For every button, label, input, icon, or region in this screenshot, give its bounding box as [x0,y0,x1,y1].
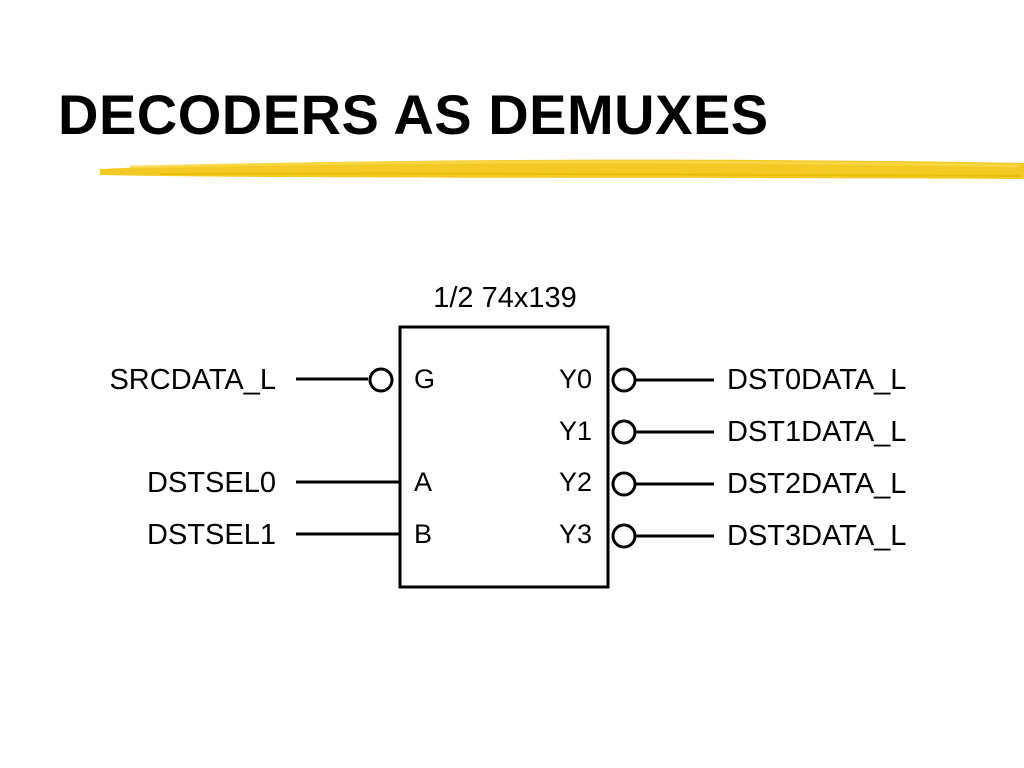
pin-label-a: A [414,467,432,497]
slide-title: DECODERS AS DEMUXES [58,83,769,146]
inversion-bubble [611,419,637,445]
decoder-chip-body [398,325,610,589]
signal-label-dst0data-l: DST0DATA_L [727,364,906,396]
output-y3: Y3 DST3DATA_L [559,519,906,552]
title-highlight-stroke [100,159,1024,179]
signal-label-dst2data-l: DST2DATA_L [727,468,906,500]
input-g: SRCDATA_L G [109,364,435,396]
signal-label-srcdata-l: SRCDATA_L [109,364,276,396]
input-a: DSTSEL0 A [147,467,432,499]
pin-label-y1: Y1 [559,416,592,446]
inversion-bubble [368,367,394,393]
pin-label-y0: Y0 [559,364,592,394]
signal-label-dstsel1: DSTSEL1 [147,519,276,551]
output-y0: Y0 DST0DATA_L [559,364,906,396]
pin-label-b: B [414,519,432,549]
pin-label-g: G [414,364,435,394]
chip-label: 1/2 74x139 [433,282,577,314]
input-b: DSTSEL1 B [147,519,432,551]
pin-label-y3: Y3 [559,519,592,549]
inversion-bubble [611,523,637,549]
inversion-bubble [611,471,637,497]
signal-label-dstsel0: DSTSEL0 [147,467,276,499]
signal-label-dst1data-l: DST1DATA_L [727,416,906,448]
pin-label-y2: Y2 [559,467,592,497]
inversion-bubble [611,367,637,393]
output-y1: Y1 DST1DATA_L [559,416,906,448]
signal-label-dst3data-l: DST3DATA_L [727,520,906,552]
output-y2: Y2 DST2DATA_L [559,467,906,500]
